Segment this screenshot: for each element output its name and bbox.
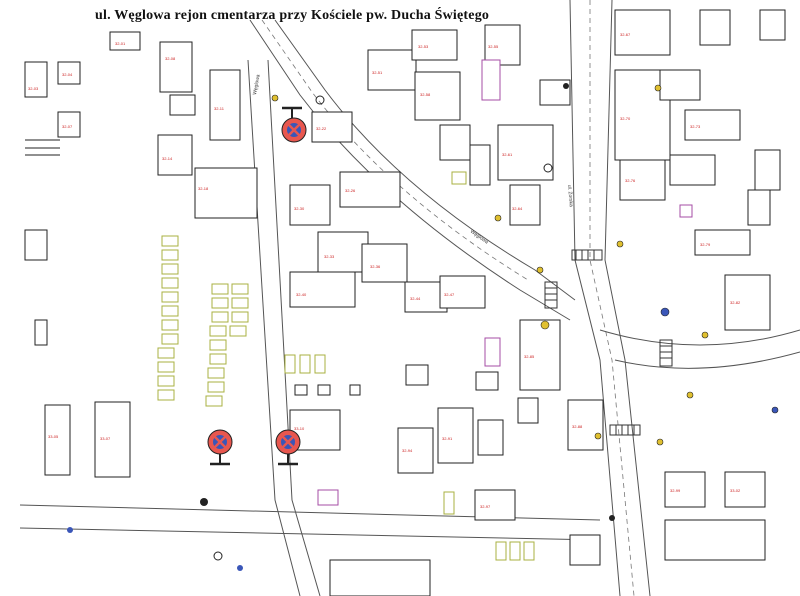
svg-text:32-67: 32-67 [620, 32, 631, 37]
svg-text:32-01: 32-01 [115, 41, 126, 46]
svg-text:32-76: 32-76 [625, 178, 636, 183]
no-stopping-sign-icon [281, 106, 307, 143]
crosswalk-icon [609, 424, 641, 436]
crosswalk-icon [544, 281, 558, 309]
buildings [24, 9, 786, 596]
traffic-sign-icon [67, 83, 779, 571]
svg-text:32-94: 32-94 [402, 448, 413, 453]
parcel-labels: 32-01 32-03 32-04 32-07 32-08 32-11 32-1… [28, 32, 741, 509]
svg-text:32-55: 32-55 [488, 44, 499, 49]
svg-text:32-33: 32-33 [324, 254, 335, 259]
svg-text:32-88: 32-88 [572, 424, 583, 429]
svg-text:33-05: 33-05 [48, 434, 59, 439]
svg-text:32-26: 32-26 [345, 188, 356, 193]
svg-text:32-36: 32-36 [370, 264, 381, 269]
no-stopping-sign-icon [275, 429, 301, 466]
svg-text:33-07: 33-07 [100, 436, 111, 441]
svg-text:32-64: 32-64 [512, 206, 523, 211]
no-stopping-sign-icon [207, 429, 233, 466]
svg-text:32-22: 32-22 [316, 126, 327, 131]
svg-text:32-79: 32-79 [700, 242, 711, 247]
svg-text:32-30: 32-30 [294, 206, 305, 211]
svg-text:33-10: 33-10 [294, 426, 305, 431]
svg-text:32-51: 32-51 [372, 70, 383, 75]
svg-text:32-04: 32-04 [62, 72, 73, 77]
svg-text:32-08: 32-08 [165, 56, 176, 61]
svg-text:32-82: 32-82 [730, 300, 741, 305]
svg-text:32-61: 32-61 [502, 152, 513, 157]
svg-text:33-02: 33-02 [730, 488, 741, 493]
svg-text:32-40: 32-40 [296, 292, 307, 297]
map-title: ul. Węglowa rejon cmentarza przy Kościel… [95, 8, 490, 23]
svg-text:32-91: 32-91 [442, 436, 453, 441]
svg-text:32-73: 32-73 [690, 124, 701, 129]
svg-text:32-99: 32-99 [670, 488, 681, 493]
svg-text:32-85: 32-85 [524, 354, 535, 359]
fences [317, 59, 693, 506]
svg-text:32-14: 32-14 [162, 156, 173, 161]
svg-text:32-58: 32-58 [420, 92, 431, 97]
svg-text:32-07: 32-07 [62, 124, 73, 129]
svg-text:32-03: 32-03 [28, 86, 39, 91]
svg-text:Węglowa: Węglowa [252, 74, 262, 96]
svg-text:32-53: 32-53 [418, 44, 429, 49]
crosswalk-icon [571, 249, 603, 261]
allotment-plots [157, 171, 535, 561]
svg-text:32-97: 32-97 [480, 504, 491, 509]
svg-text:32-18: 32-18 [198, 186, 209, 191]
svg-text:32-44: 32-44 [410, 296, 421, 301]
svg-text:ul. Żorska: ul. Żorska [566, 185, 575, 208]
svg-text:32-70: 32-70 [620, 116, 631, 121]
svg-text:32-47: 32-47 [444, 292, 455, 297]
svg-text:32-11: 32-11 [214, 106, 225, 111]
crosswalk-icon [659, 339, 673, 367]
